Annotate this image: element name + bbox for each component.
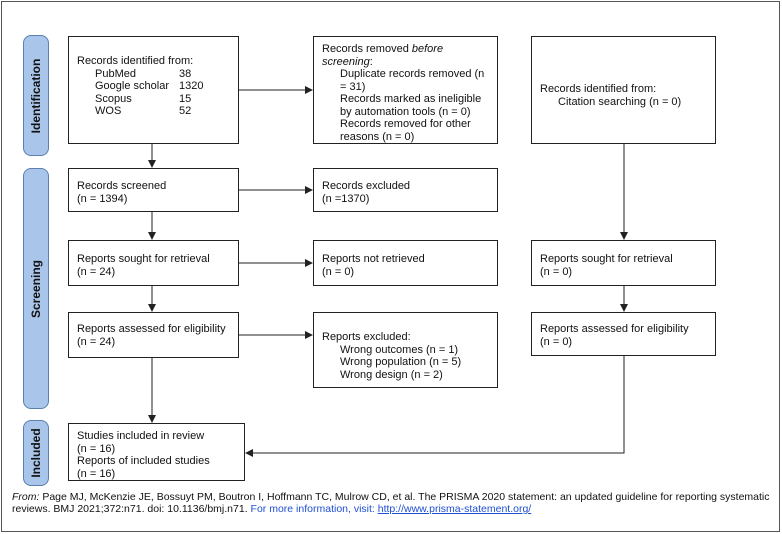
phase-included: Included [23, 420, 49, 486]
database-count: 52 [179, 105, 192, 117]
footer-more-info: For more information, visit: [250, 503, 378, 515]
reports-assessed-box: Reports assessed for eligibility (n = 24… [68, 312, 239, 358]
other-sought-line1: Reports sought for retrieval [540, 253, 673, 265]
assessed-line1: Reports assessed for eligibility [77, 323, 226, 335]
records-removed-heading: Records removed before screening: [322, 43, 444, 68]
arrow-other-assessed-to-included [245, 356, 625, 457]
exclusion-reason: Wrong design (n = 2) [340, 368, 443, 381]
included-line2: (n = 16) [77, 442, 116, 455]
other-records-identified-box: Records identified from: Citation search… [531, 36, 716, 144]
other-sought-line2: (n = 0) [540, 265, 573, 278]
database-row: Scopus 15 [77, 93, 230, 106]
other-identified-line1: Records identified from: [540, 83, 657, 95]
screened-line2: (n = 1394) [77, 192, 128, 205]
assessed-line2: (n = 24) [77, 335, 116, 348]
reports-excluded-box: Reports excluded: Wrong outcomes (n = 1)… [313, 312, 498, 388]
other-assessed-line2: (n = 0) [540, 335, 573, 348]
database-count: 38 [179, 67, 192, 80]
footer-citation: Page MJ, McKenzie JE, Bossuyt PM, Boutro… [12, 491, 770, 515]
included-line3: Reports of included studies [77, 455, 210, 467]
reports-excluded-heading: Reports excluded: [322, 331, 411, 343]
other-reports-sought-box: Reports sought for retrieval (n = 0) [531, 240, 716, 286]
database-name: WOS [95, 105, 122, 117]
removed-item: Records marked as ineligible by automati… [340, 93, 482, 118]
records-excluded-box: Records excluded (n =1370) [313, 168, 498, 212]
phase-identification: Identification [23, 35, 49, 156]
included-line4: (n = 16) [77, 467, 116, 480]
records-screened-box: Records screened (n = 1394) [68, 168, 239, 212]
studies-included-box: Studies included in review (n = 16) Repo… [68, 423, 245, 481]
phase-screening: Screening [23, 168, 49, 409]
exclusion-reason: Wrong population (n = 5) [340, 356, 462, 368]
reports-not-retrieved-box: Reports not retrieved (n = 0) [313, 240, 498, 286]
records-identified-box: Records identified from: PubMed 38 Google… [68, 36, 239, 144]
removed-item: Duplicate records removed (n = 31) [340, 68, 485, 93]
excluded-line2: (n =1370) [322, 192, 370, 205]
database-name: Scopus [95, 92, 132, 105]
not-retrieved-line1: Reports not retrieved [322, 253, 425, 265]
citation-footer: From: Page MJ, McKenzie JE, Bossuyt PM, … [12, 491, 776, 515]
records-removed-box: Records removed before screening: Duplic… [313, 36, 498, 144]
other-reports-assessed-box: Reports assessed for eligibility (n = 0) [531, 312, 716, 356]
database-count: 1320 [179, 80, 204, 92]
screened-line1: Records screened [77, 180, 167, 192]
sought-line2: (n = 24) [77, 265, 116, 278]
database-row: WOS 52 [77, 105, 230, 118]
sought-line1: Reports sought for retrieval [77, 253, 210, 265]
other-assessed-line1: Reports assessed for eligibility [540, 323, 689, 335]
other-identified-line2: Citation searching (n = 0) [558, 95, 682, 108]
database-row: PubMed 38 [77, 68, 230, 81]
reports-sought-box: Reports sought for retrieval (n = 24) [68, 240, 239, 286]
exclusion-reason: Wrong outcomes (n = 1) [340, 343, 459, 356]
prisma-link[interactable]: http://www.prisma-statement.org/ [377, 503, 532, 515]
footer-from: From: [12, 491, 40, 503]
database-name: Google scholar [95, 80, 169, 92]
database-name: PubMed [95, 67, 136, 80]
database-count: 15 [179, 92, 192, 105]
removed-item: Records removed for other reasons (n = 0… [340, 118, 471, 143]
included-line1: Studies included in review [77, 430, 205, 442]
not-retrieved-line2: (n = 0) [322, 265, 355, 278]
excluded-line1: Records excluded [322, 180, 411, 192]
records-identified-heading: Records identified from: [77, 55, 194, 67]
database-row: Google scholar 1320 [77, 80, 230, 93]
